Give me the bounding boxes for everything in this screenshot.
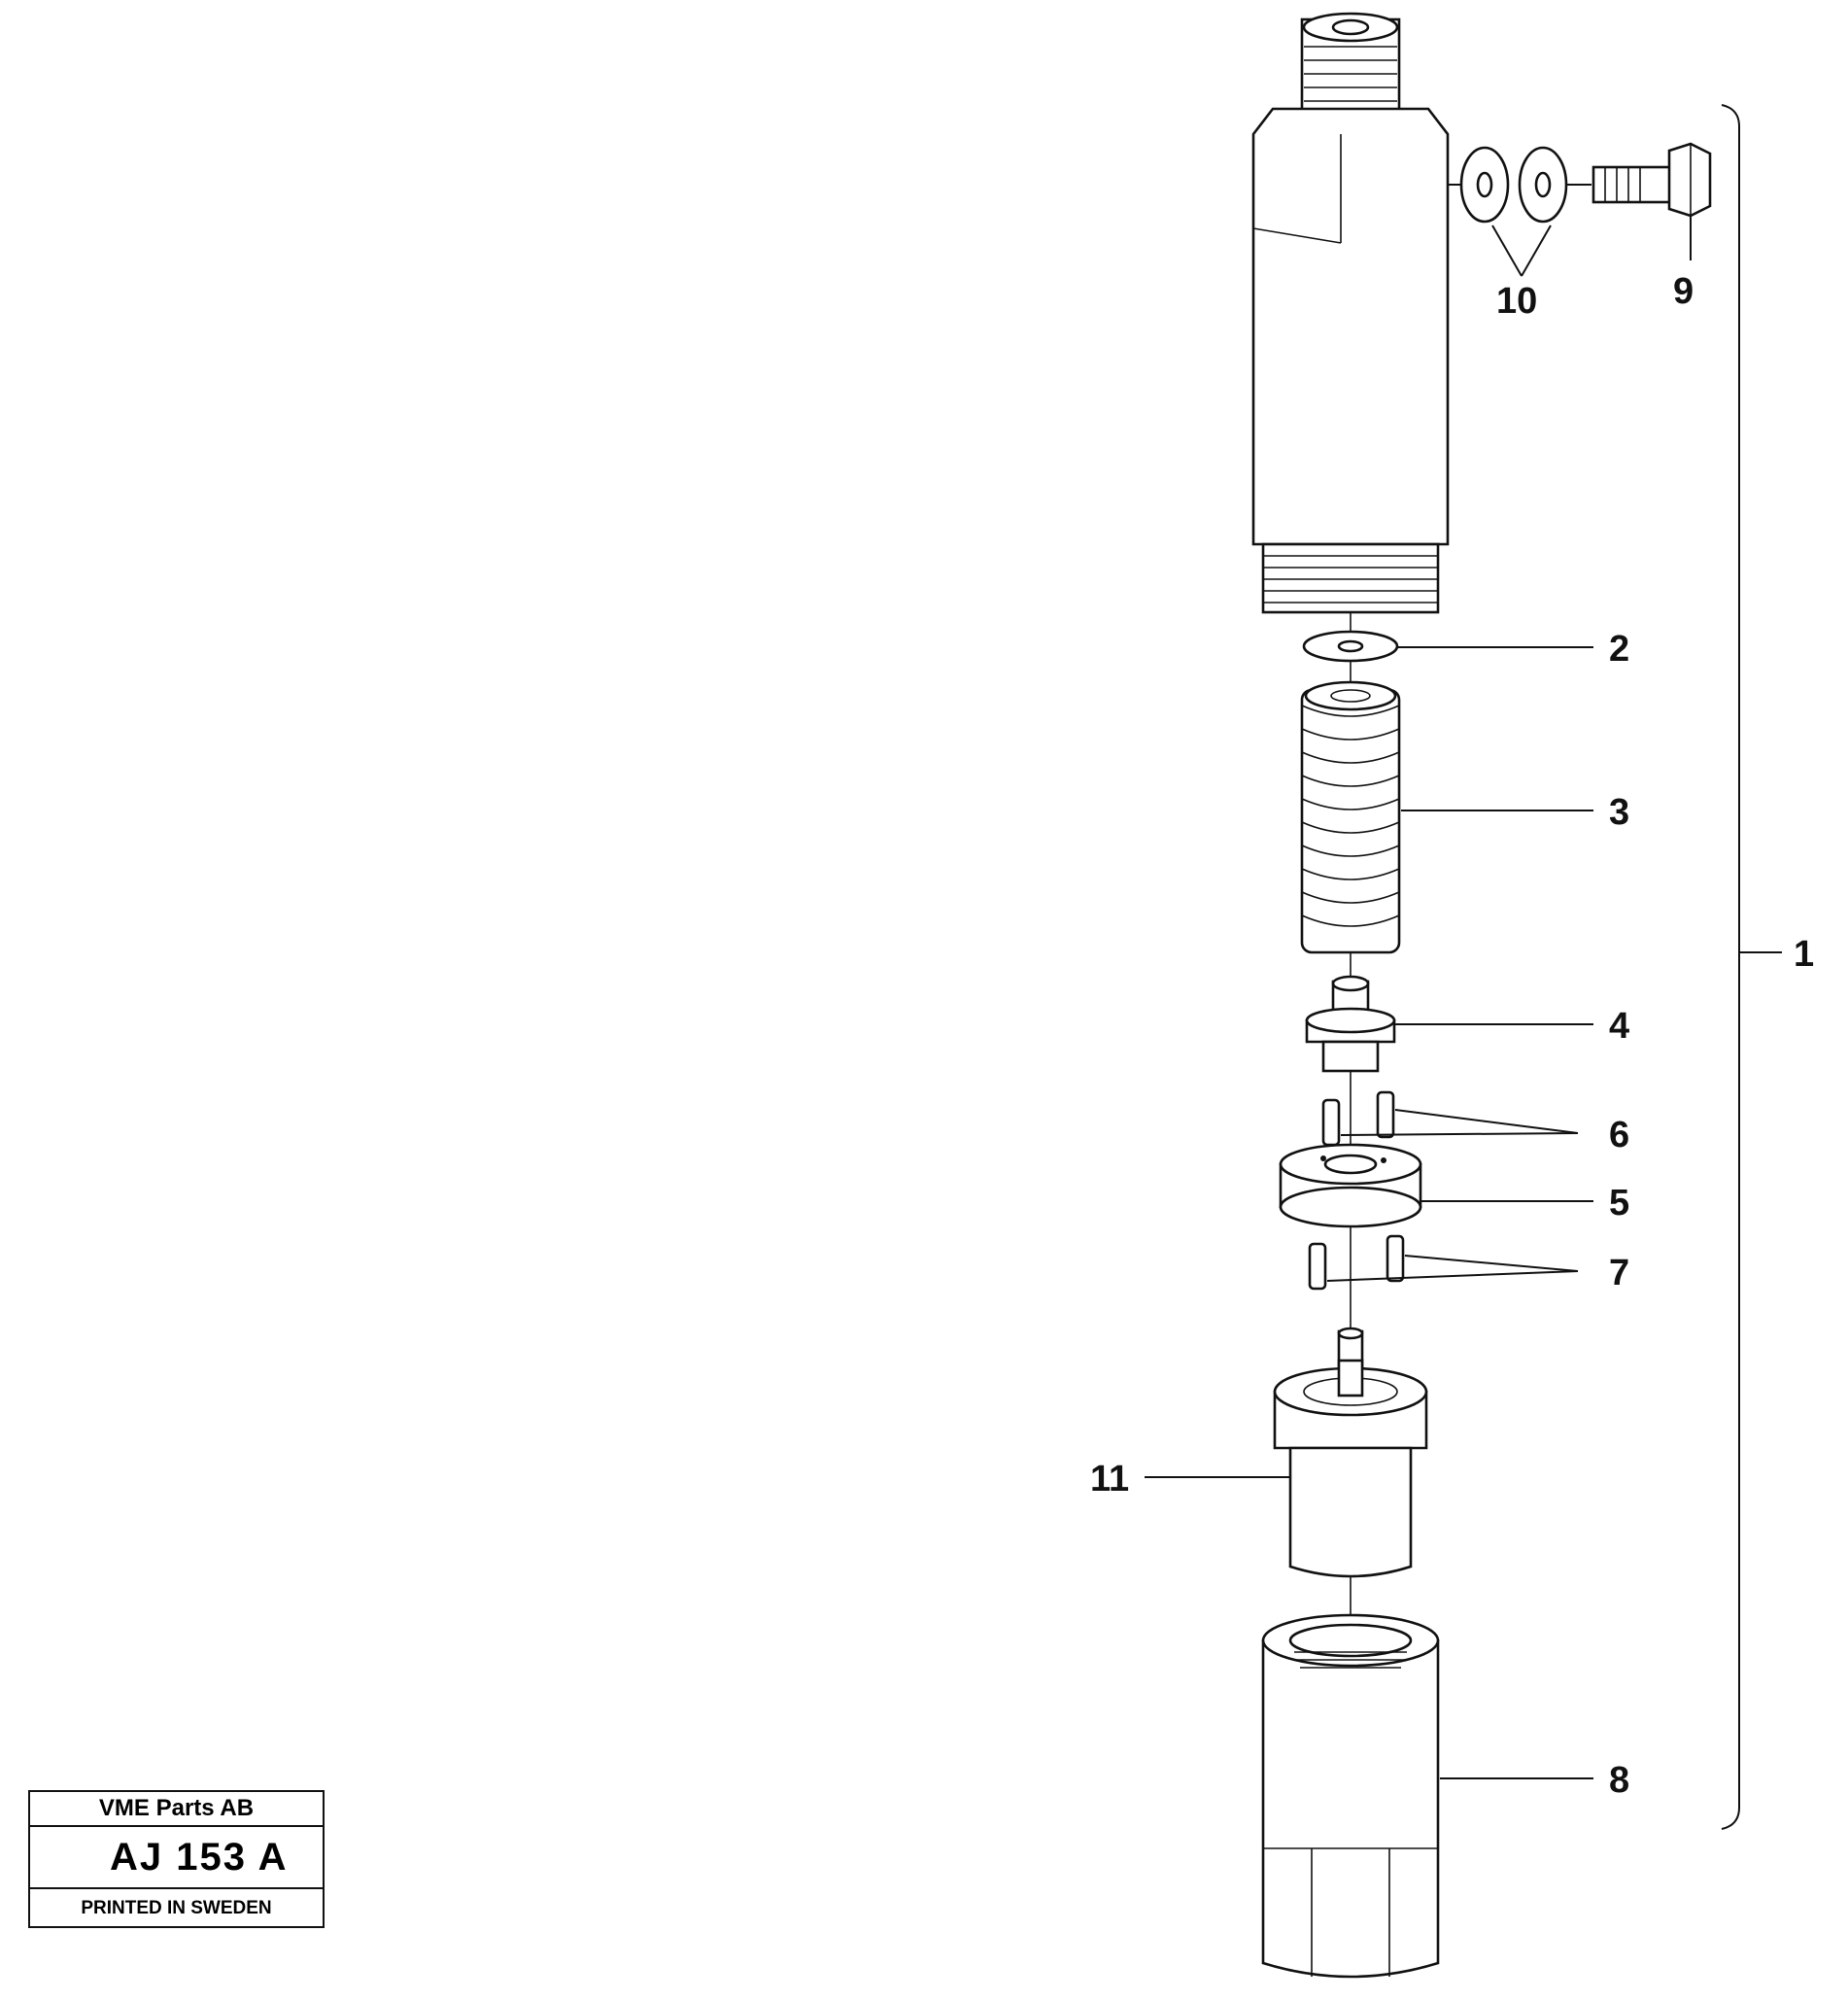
drawing-code: AJ 153 A — [30, 1827, 323, 1889]
leader-lines — [1145, 216, 1782, 1779]
dowel-pins-lower — [1308, 1234, 1405, 1291]
printed-note: PRINTED IN SWEDEN — [81, 1898, 272, 1918]
assembly-bracket — [1721, 104, 1740, 1830]
callout-3: 3 — [1609, 792, 1629, 833]
callout-1: 1 — [1794, 934, 1814, 975]
callout-8: 8 — [1609, 1760, 1629, 1801]
pressure-pin — [1305, 975, 1396, 1073]
injector-holder-body — [1251, 12, 1450, 614]
callout-2: 2 — [1609, 629, 1629, 670]
intermediate-disc — [1279, 1143, 1422, 1228]
callout-4: 4 — [1609, 1006, 1629, 1047]
callout-6: 6 — [1609, 1115, 1629, 1155]
shim-washer — [1302, 630, 1399, 663]
sealing-washers — [1448, 146, 1591, 224]
nozzle-nut — [1261, 1613, 1440, 1979]
banjo-bolt — [1591, 142, 1712, 218]
callout-10: 10 — [1496, 281, 1537, 322]
nozzle — [1273, 1327, 1428, 1578]
title-block: VME Parts AB AJ 153 A PRINTED IN SWEDEN — [28, 1790, 325, 1928]
callout-9: 9 — [1673, 271, 1694, 312]
dowel-pins-upper — [1321, 1090, 1395, 1147]
company-name: VME Parts AB — [30, 1792, 323, 1827]
callout-labels: 1 2 3 4 5 6 7 8 9 10 11 — [1090, 271, 1814, 1801]
callout-11: 11 — [1090, 1459, 1129, 1500]
callout-7: 7 — [1609, 1253, 1629, 1293]
spring — [1300, 680, 1401, 954]
callout-5: 5 — [1609, 1183, 1629, 1224]
